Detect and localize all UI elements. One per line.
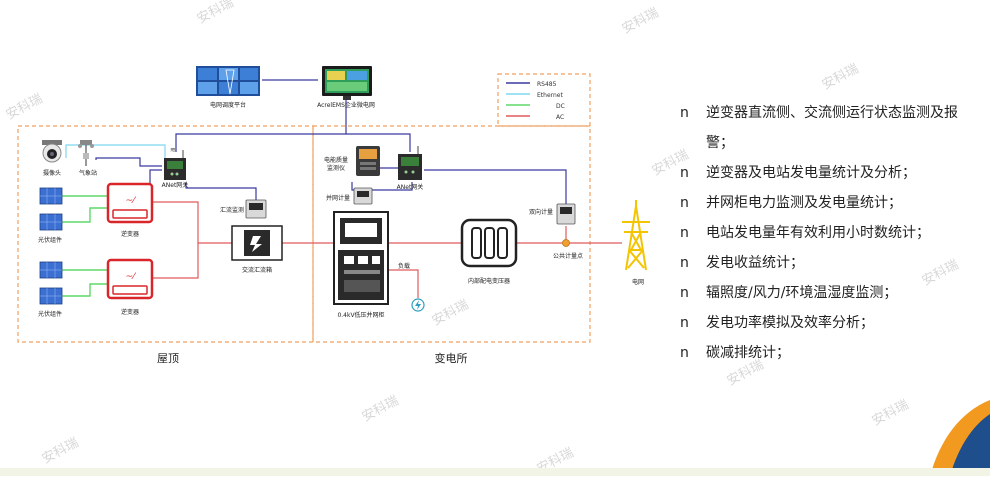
weather-station-label: 气象站: [79, 169, 97, 177]
svg-text:~⁄: ~⁄: [125, 196, 137, 206]
feature-item: n 发电功率模拟及效率分析；: [680, 308, 980, 338]
substation-zone-title: 变电所: [435, 351, 468, 365]
grid-label: 电网: [632, 278, 644, 286]
load-icon: [411, 298, 425, 312]
svg-text:~⁄: ~⁄: [125, 272, 137, 282]
camera-icon: [42, 140, 62, 163]
transformer-icon: [460, 218, 518, 268]
ems-to-gateway-left-line: [175, 97, 347, 152]
feature-item: n 发电收益统计；: [680, 248, 980, 278]
bullet-marker: n: [680, 105, 689, 121]
weather-rs485-line: [95, 157, 162, 167]
bullet-marker: n: [680, 285, 689, 301]
feature-text: 辐照度/风力/环境温湿度监测；: [706, 285, 898, 301]
legend-box: [497, 73, 591, 127]
feature-list: n 逆变器直流侧、交流侧运行状态监测及报警； n 逆变器及电站发电量统计及分析； n…: [680, 98, 980, 368]
feature-item: n 电站发电量年有效利用小时数统计；: [680, 218, 980, 248]
inverter1-ac-line: [152, 201, 232, 244]
feature-text: 碳减排统计；: [706, 345, 790, 361]
ac-combiner-label: 交流汇流箱: [242, 266, 272, 274]
weather-station-icon: [78, 140, 94, 166]
camera-label: 摄像头: [43, 169, 61, 177]
feature-text: 逆变器直流侧、交流侧运行状态监测及报警；: [706, 105, 958, 151]
bullet-marker: n: [680, 225, 689, 241]
legend-label-ac: AC: [556, 114, 564, 121]
watermark: 安科瑞: [819, 61, 862, 94]
grid-meter-label: 并网计量: [326, 194, 350, 202]
pv1b-dc-line: [62, 207, 108, 223]
pq-monitor-label-line2: 监测仪: [327, 164, 345, 172]
ems-to-gateway-right-line: [346, 133, 411, 152]
feature-text: 电站发电量年有效利用小时数统计；: [706, 225, 930, 241]
anet-gateway-left-label: ANet网关: [162, 181, 189, 189]
substation-zone-box: [312, 125, 591, 343]
bullet-marker: n: [680, 195, 689, 211]
monitor-icon: [322, 66, 372, 100]
meter-icon: [245, 199, 267, 219]
pv2b-dc-line: [62, 283, 108, 297]
legend: RS485 Ethernet DC AC: [506, 81, 565, 121]
bidirectional-meter-label: 双向计量: [529, 208, 553, 216]
load-ac-line: [388, 269, 419, 298]
lv-cabinet-label: 0.4kV低压并网柜: [337, 311, 384, 319]
combiner-monitor-rs485-line: [185, 182, 257, 204]
watermark: 安科瑞: [869, 397, 912, 430]
wifi-icon: ≋: [170, 146, 176, 154]
gateway-icon: [164, 150, 186, 180]
legend-label-dc: DC: [556, 103, 565, 110]
gateway-icon: [398, 146, 422, 180]
pv-module-1-label: 光伏组件: [38, 236, 62, 244]
public-metering-point-dot: [562, 239, 570, 247]
inverter-icon: ~⁄: [106, 182, 154, 224]
solar-panel-icon: [39, 187, 63, 231]
load-label: 负载: [398, 262, 410, 270]
pq-monitor-label-line1: 电能质量: [324, 156, 348, 164]
feature-text: 发电收益统计；: [706, 255, 804, 271]
power-tower-icon: [622, 200, 650, 271]
inverter-1-label: 逆变器: [121, 230, 139, 238]
solar-panel-icon: [39, 261, 63, 305]
bidir-meter-rs485-line: [424, 169, 567, 206]
camera-ethernet-line: [65, 144, 166, 160]
anet-gateway-right-label: ANet网关: [397, 183, 424, 191]
roof-zone-title: 屋顶: [157, 352, 179, 365]
inverter-2-label: 逆变器: [121, 308, 139, 316]
meter-icon: [353, 187, 373, 205]
bullet-marker: n: [680, 165, 689, 181]
pv-module-2-label: 光伏组件: [38, 310, 62, 318]
lv-cabinet-icon: [333, 211, 389, 305]
bullet-marker: n: [680, 255, 689, 271]
bullet-marker: n: [680, 345, 689, 361]
meter-icon: [556, 203, 576, 225]
public-metering-point-label: 公共计量点: [553, 252, 583, 260]
legend-label-rs485: RS485: [537, 81, 557, 88]
video-wall-icon: [196, 66, 260, 96]
inverter-icon: ~⁄: [106, 258, 154, 300]
inverter2-ac-line: [152, 243, 199, 279]
feature-item: n 碳减排统计；: [680, 338, 980, 368]
grid-dispatch-label: 电网调度平台: [210, 101, 246, 109]
feature-item: n 并网柜电力监测及发电量统计；: [680, 188, 980, 218]
transformer-label: 内部配电变压器: [468, 277, 510, 285]
power-quality-monitor-icon: [356, 146, 380, 176]
bottom-bar: [0, 468, 990, 476]
grid-meter-rs485-line: [351, 182, 413, 191]
legend-label-ethernet: Ethernet: [537, 92, 563, 99]
bullet-marker: n: [680, 315, 689, 331]
feature-text: 逆变器及电站发电量统计及分析；: [706, 165, 916, 181]
feature-item: n 辐照度/风力/环境温湿度监测；: [680, 278, 980, 308]
feature-text: 并网柜电力监测及发电量统计；: [706, 195, 902, 211]
feature-text: 发电功率模拟及效率分析；: [706, 315, 874, 331]
top-bar: [0, 0, 990, 8]
feature-item: n 逆变器及电站发电量统计及分析；: [680, 158, 980, 188]
pv-system-diagram: RS485 Ethernet DC AC 电: [17, 66, 650, 365]
combiner-box-icon: [231, 225, 283, 261]
feature-item: n 逆变器直流侧、交流侧运行状态监测及报警；: [680, 98, 980, 158]
corner-decoration: [930, 400, 990, 476]
combiner-monitor-label: 汇流监测: [220, 206, 244, 214]
ems-platform-label: AcrelEMS企业微电网: [317, 101, 375, 109]
